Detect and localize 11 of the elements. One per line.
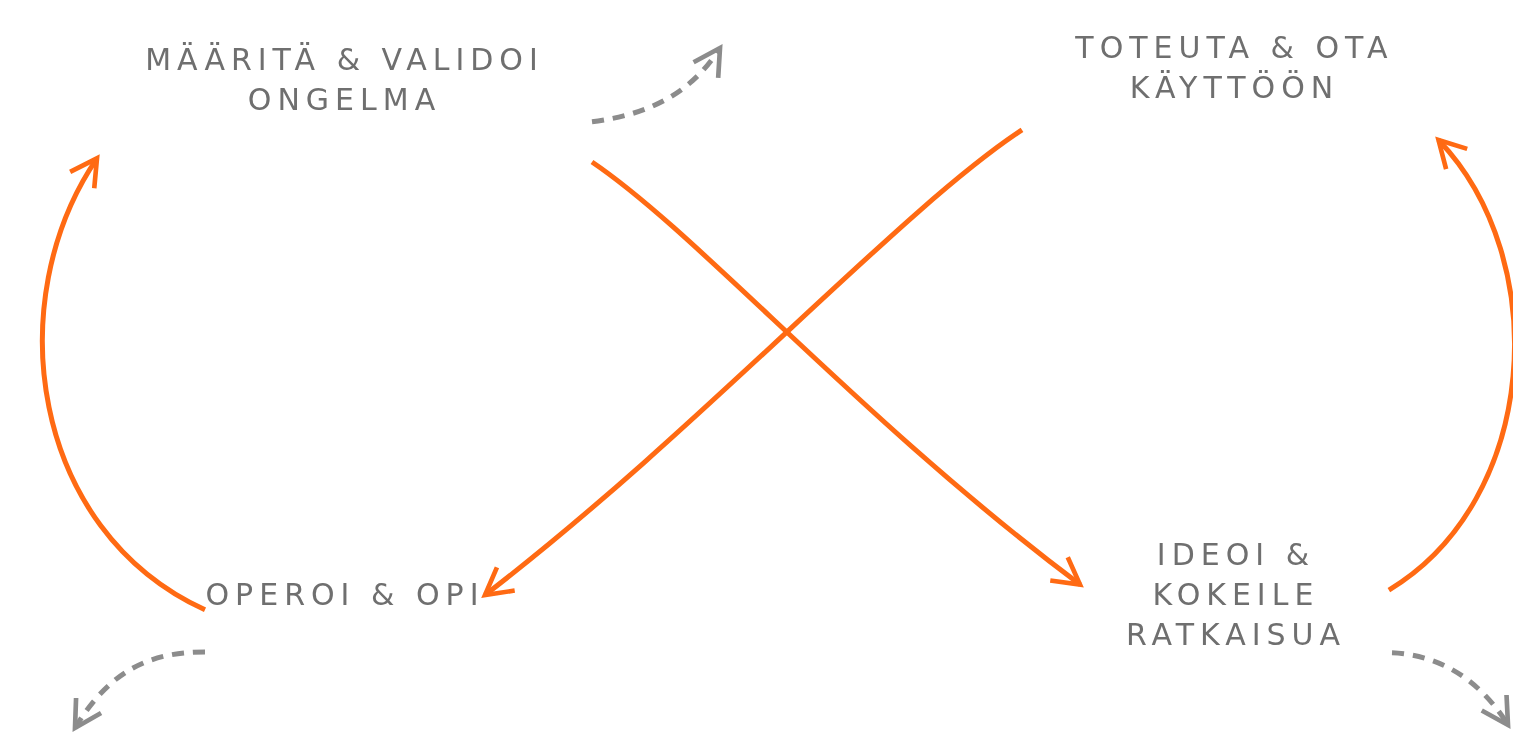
curved-arrow [40, 156, 207, 613]
curved-arrow [482, 127, 1024, 598]
dashed-arrow [72, 649, 206, 731]
step-label: MÄÄRITÄ & VALIDOI ONGELMA [144, 41, 545, 119]
curved-arrow [590, 160, 1083, 587]
dashed-arrow [1391, 650, 1511, 728]
curved-arrow [1387, 137, 1513, 593]
step-label: OPEROI & OPI [205, 576, 485, 614]
step-label: IDEOI & KOKEILE RATKAISUA [1124, 536, 1348, 654]
step-label: TOTEUTA & OTA KÄYTTÖÖN [1074, 29, 1395, 107]
dashed-arrow [591, 45, 723, 125]
